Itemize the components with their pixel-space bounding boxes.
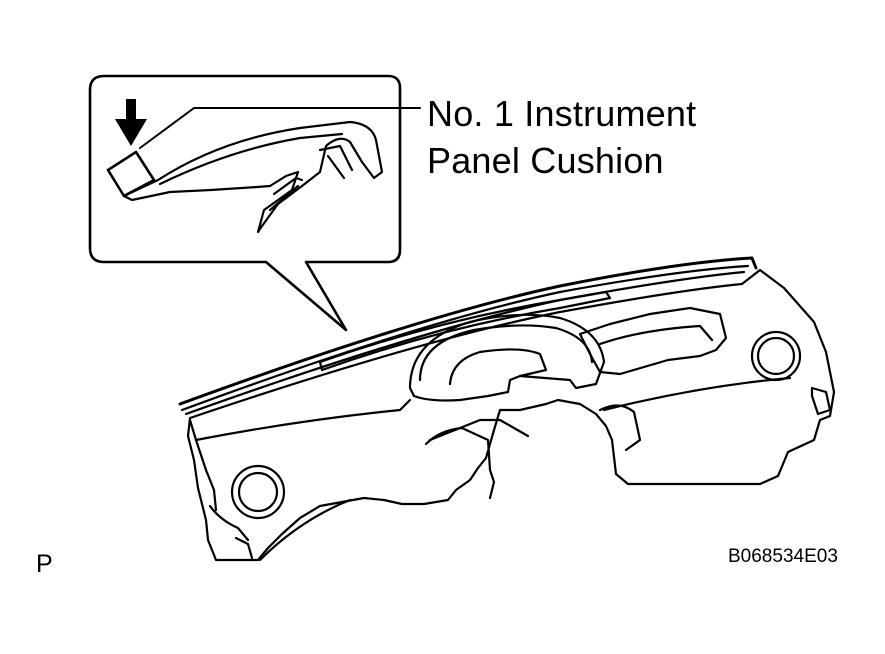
part-label: No. 1 Instrument Panel Cushion [427, 90, 696, 184]
callout-box [88, 74, 402, 332]
part-label-line2: Panel Cushion [427, 140, 664, 181]
part-label-line1: No. 1 Instrument [427, 93, 697, 134]
figure-code: B068534E03 [728, 546, 838, 567]
down-arrow-icon [115, 99, 147, 146]
marker-square [106, 150, 156, 198]
leader-line [139, 107, 421, 149]
view-letter: P [36, 550, 53, 578]
instrument-panel [178, 256, 836, 562]
cushion-detail [106, 120, 384, 234]
